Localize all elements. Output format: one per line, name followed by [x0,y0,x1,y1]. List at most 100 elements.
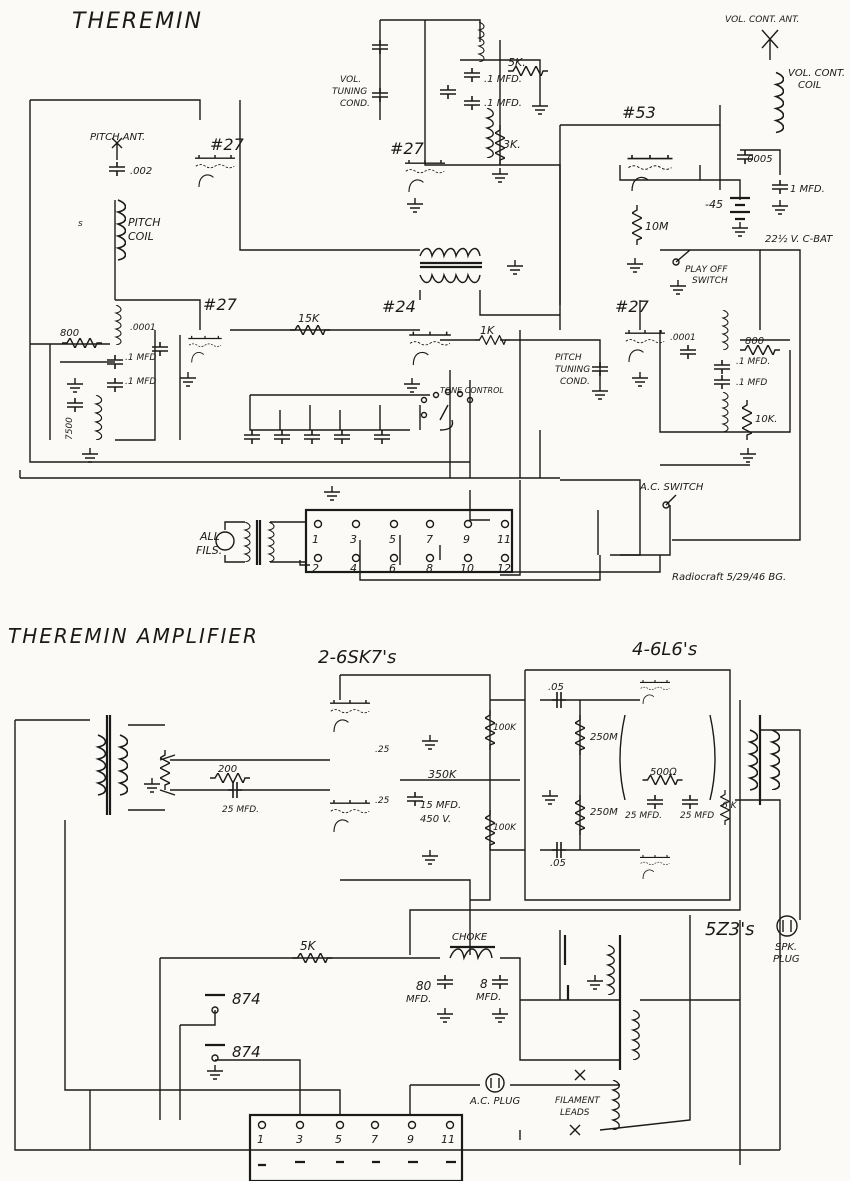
tube-27-b-label: #27 [390,139,425,158]
res-100k-a-label: 100K [493,723,517,733]
tone-control-switch [420,388,474,431]
cap-25mfd-label: 25 MFD. [222,805,259,815]
output-transformer-secondary [771,730,780,790]
ground-amp-1 [143,778,161,793]
tone-cap-5 [373,430,391,444]
ground-9 [81,448,99,463]
tube-874-b-label: 874 [232,1043,261,1061]
ground-amp-2 [421,735,439,750]
pitch-osc-coil-a [115,305,122,345]
tubes-6l6-label: 4-6L6's [632,639,697,660]
ground-2 [406,198,424,213]
tone-cap-1 [243,430,261,444]
amp-socket-11: 11 [441,1133,455,1146]
socket-bottom-4: 4 [350,562,357,575]
res-5k-label: 5K. [508,56,526,69]
title-amplifier: THEREMIN AMPLIFIER [8,624,259,648]
choke-coil [449,948,493,961]
cap-1mfd-d [106,378,124,392]
cap-002-label: .002 [130,166,152,177]
cap-80-label-2: MFD. [406,994,431,1005]
ac-plug-label: A.C. PLUG [469,1096,520,1107]
pitch-osc-coil-b [95,395,103,440]
tube-53-label: #53 [622,103,656,122]
res-350k-label: 350K [428,768,457,781]
amplifier-socket-strip [248,1113,464,1181]
ac-switch-label: A.C. SWITCH [639,482,704,493]
pitch-tuning-label-1: PITCH [555,353,582,363]
res-5k-amp-label: 5K [300,939,317,953]
pitch-coil-label-1: PITCH [128,216,161,229]
res-1k-label: 1K [480,324,495,337]
874-b [211,1054,219,1062]
res-7500-label: 7500 [65,417,75,440]
res-800-a-label: 800 [60,328,79,339]
cap-8-label-2: MFD. [476,992,501,1003]
speaker-plug [776,915,798,937]
s-mark: s [78,219,83,229]
tube-27-c [187,335,223,364]
ground-15 [323,486,341,501]
cap-1mfd-d-label: .1 MFD [125,377,156,387]
play-off-label-2: SWITCH [692,276,728,286]
tube-24-label: #24 [382,297,416,316]
socket-bottom-8: 8 [426,562,433,575]
tube-6sk7-a [329,700,371,733]
cap-8mfd [491,975,509,989]
cap-0005-label: .0005 [744,154,773,165]
cap-1mfd-f-label: .1 MFD [736,378,767,388]
ground-12 [591,385,609,400]
res-10k [742,400,752,440]
vol-tuning-label-3: COND. [340,99,370,109]
spk-plug-label-2: PLUG [773,954,800,965]
vol-osc-coil-b [486,108,494,158]
filament-leads-label-2: LEADS [560,1108,590,1118]
ground-amp-6 [491,1008,509,1023]
res-500-label: 500Ω [650,767,677,778]
amp-socket-1: 1 [257,1133,264,1146]
socket-bottom-6: 6 [389,562,396,575]
res-6k-label: 6 K [722,801,738,811]
socket-bottom-10: 10 [460,562,474,575]
socket-top-11: 11 [497,533,511,546]
amp-socket-9: 9 [407,1133,414,1146]
res-10m-label: 10M [645,220,669,233]
vol-coil-label-2: COIL [798,80,821,91]
theremin-socket-strip [304,508,514,574]
filament-leads-label-1: FILAMENT [555,1096,601,1106]
cap-1mfd-e [713,360,731,374]
vol-antenna [761,29,784,134]
tube-5z3-label: 5Z3's [705,919,755,940]
pitch-coil-label-2: COIL [128,230,154,243]
socket-bottom-2: 2 [312,562,319,575]
battery-45 [730,196,750,221]
tube-874-a-label: 874 [232,990,261,1008]
res-250m-b-label: 250M [590,807,618,818]
ground-10 [179,372,197,387]
tubes-6sk7-label: 2-6SK7's [318,647,396,668]
tube-6l6-a [638,680,672,706]
play-off-switch [672,258,680,266]
pitch-osc-coil-c [722,310,729,350]
ground-amp-3 [421,850,439,865]
ground-7 [506,260,524,275]
filament-winding [612,1080,621,1130]
res-10m [632,205,642,245]
res-15k-label: 15K [298,312,320,325]
ground-8 [66,378,84,393]
cap-80mfd [436,975,454,989]
vol-cap-e [463,96,481,110]
pitch-coil [116,198,126,262]
cap-7500 [66,398,84,412]
ground-amp-5 [436,1008,454,1023]
ground-16 [669,280,687,295]
socket-top-1: 1 [312,533,319,546]
ground-4 [771,200,789,215]
tube-27-d [624,330,666,363]
ac-plug [485,1073,505,1093]
fils-transformer [215,520,306,565]
amp-socket-3: 3 [296,1133,303,1146]
ground-amp-4 [541,790,559,805]
amp-socket-7: 7 [371,1133,378,1146]
ground-amp-7 [586,975,604,990]
